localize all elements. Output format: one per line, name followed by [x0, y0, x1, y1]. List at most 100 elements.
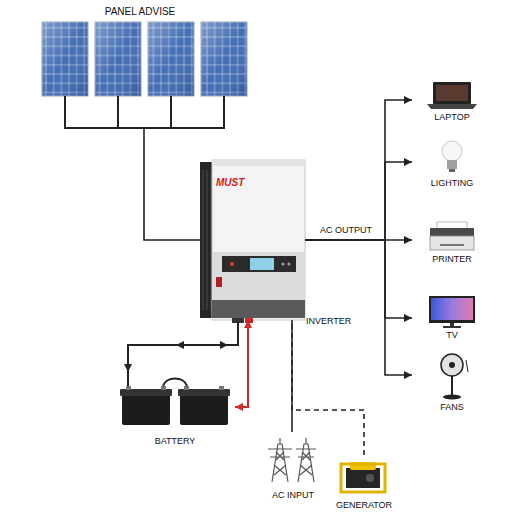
- grid-input: AC INPUT: [262, 432, 324, 502]
- panel-wire: [117, 96, 119, 128]
- fan-cord: [466, 360, 468, 372]
- pylon-legs: [272, 444, 288, 482]
- button: [281, 262, 284, 265]
- arrow-head: [176, 341, 184, 349]
- panel-wire: [223, 96, 225, 128]
- fin: [211, 170, 212, 310]
- inverter-base: [212, 300, 305, 318]
- bulb-icon: [442, 141, 462, 172]
- load-device: TV: [412, 292, 492, 344]
- printer-icon: [430, 222, 474, 250]
- pylon-top: [305, 438, 306, 444]
- fan-pole: [451, 374, 453, 396]
- generator-part: [366, 474, 374, 482]
- load-device: LAPTOP: [412, 78, 492, 126]
- node-label: PANEL ADVISE: [105, 6, 176, 18]
- laptop-screen: [436, 85, 468, 101]
- panel-sheen: [148, 22, 194, 96]
- connector: [305, 240, 412, 318]
- generator-drawing: [341, 462, 385, 492]
- inverter-face: [212, 160, 305, 320]
- tv-screen: [431, 298, 473, 320]
- printer-slot: [440, 244, 464, 246]
- load-device: PRINTER: [412, 220, 492, 268]
- node-label: LIGHTING: [431, 178, 474, 189]
- panel-wiring: [64, 96, 225, 128]
- battery-terminal: [184, 386, 189, 390]
- fin: [207, 170, 208, 310]
- node-label: AC INPUT: [272, 490, 314, 501]
- node-label: INVERTER: [306, 316, 351, 327]
- connector: [144, 128, 200, 240]
- solar-panel: [148, 22, 194, 96]
- inverter: MUSTINVERTER: [200, 160, 305, 320]
- battery-drawing: [120, 379, 230, 426]
- bulb-base: [447, 160, 457, 169]
- brand-logo: MUST: [216, 177, 244, 189]
- arrow-head: [124, 364, 132, 372]
- panel-sheen: [201, 22, 247, 96]
- inverter-band: [222, 256, 296, 272]
- tv-icon: [429, 296, 475, 328]
- battery-cable: [128, 322, 238, 390]
- panel-sheen: [95, 22, 141, 96]
- printer-paper: [437, 222, 467, 229]
- indicator-led: [230, 262, 234, 266]
- node-label: BATTERY: [155, 436, 196, 447]
- solar-panel: [42, 22, 88, 96]
- dashed-connector: [292, 320, 364, 455]
- fan-base: [443, 395, 461, 400]
- button: [287, 262, 290, 265]
- node-label: TV: [446, 330, 458, 341]
- battery-bank: BATTERY: [115, 378, 235, 450]
- connector: [305, 162, 412, 240]
- tv-stand: [443, 326, 461, 328]
- solar-panel: [95, 22, 141, 96]
- node-label: GENERATOR: [336, 500, 392, 511]
- fan-icon: [441, 354, 468, 400]
- pylon-top: [279, 438, 280, 444]
- solar-panels: [42, 22, 247, 96]
- node-label: PRINTER: [432, 254, 472, 265]
- solar-array: PANEL ADVISE: [38, 4, 252, 128]
- inverter-drawing: [200, 160, 305, 323]
- power-switch: [216, 277, 222, 287]
- printer-body: [430, 236, 474, 250]
- battery-terminal: [219, 386, 224, 390]
- arrow-head: [220, 341, 228, 349]
- battery-terminal: [126, 386, 131, 390]
- bulb-glass: [442, 141, 462, 161]
- generator-frame: [341, 464, 385, 492]
- laptop-base: [427, 104, 477, 109]
- panel-sheen: [42, 22, 88, 96]
- battery-case: [122, 394, 170, 425]
- node-label: LAPTOP: [434, 112, 469, 123]
- fin: [203, 170, 204, 310]
- pylon-arms: [268, 449, 292, 475]
- pylon-arms: [296, 449, 316, 475]
- laptop-lid: [433, 82, 471, 104]
- pylon-legs: [298, 444, 314, 482]
- inverter-fins: [203, 170, 211, 310]
- panel-wire: [64, 96, 66, 128]
- generator: GENERATOR: [332, 455, 397, 513]
- laptop-icon: [427, 82, 477, 109]
- load-device: FANS: [412, 350, 492, 414]
- panel-wire: [170, 96, 172, 128]
- connector: [305, 240, 412, 375]
- load-device: LIGHTING: [412, 136, 492, 190]
- battery-link: [163, 379, 187, 387]
- tv-neck: [450, 323, 454, 326]
- connector: [235, 320, 248, 407]
- node-label: FANS: [440, 402, 464, 413]
- solar-panel: [201, 22, 247, 96]
- inverter-control-panel: [212, 252, 305, 300]
- battery-terminal: [161, 386, 166, 390]
- inverter-display: [250, 258, 274, 270]
- battery-negative-cable: [124, 322, 238, 390]
- printer-top: [430, 228, 474, 236]
- battery-lid: [178, 389, 230, 396]
- battery-case: [180, 394, 228, 425]
